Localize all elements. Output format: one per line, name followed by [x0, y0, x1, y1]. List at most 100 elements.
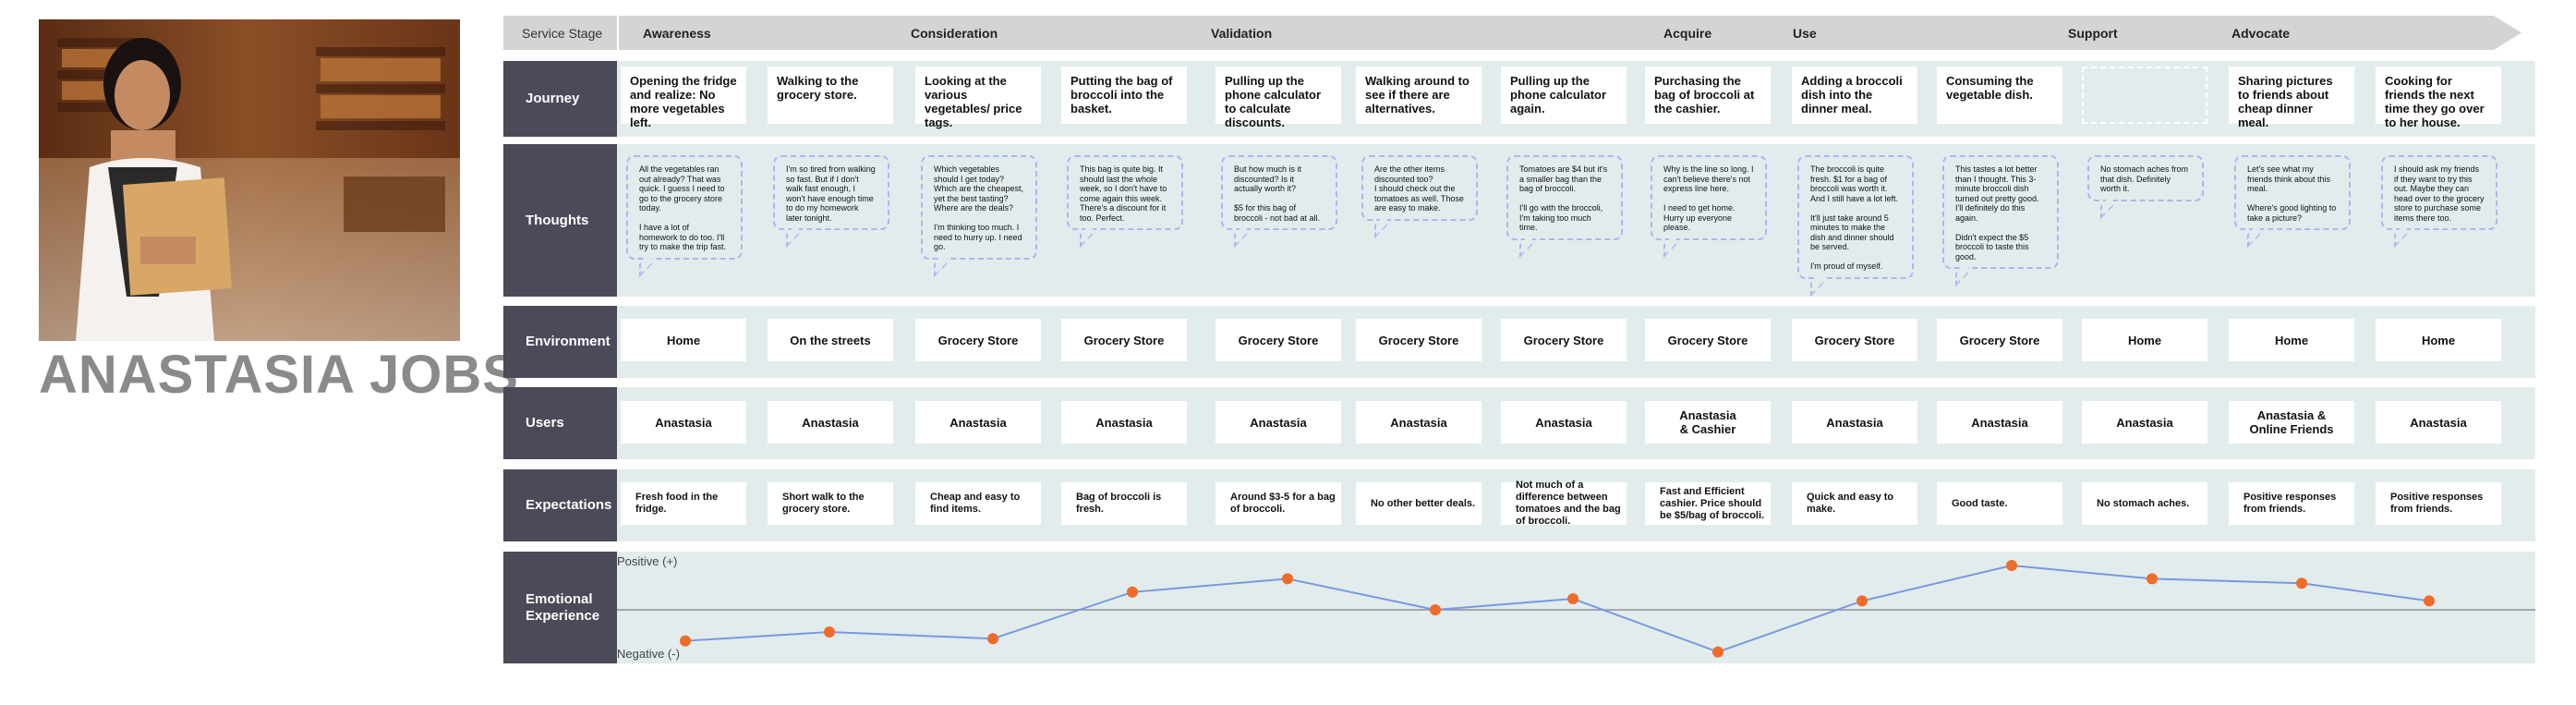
row-label-emotional: Emotional Experience — [503, 552, 617, 663]
expectation-card: Not much of a difference between tomatoe… — [1501, 480, 1627, 527]
thought-text: I should ask my friends if they want to … — [2394, 164, 2485, 223]
expectation-card: Positive responses from friends. — [2229, 482, 2354, 525]
emotion-point — [2006, 560, 2017, 571]
users-card: Anastasia — [768, 401, 893, 444]
environment-card: Grocery Store — [1356, 319, 1482, 361]
expectation-card: Cheap and easy to find items. — [915, 482, 1041, 525]
stage-validation: Validation — [1187, 16, 1667, 50]
journey-card: Walking around to see if there are alter… — [1356, 67, 1482, 124]
thought-bubble: I'm so tired from walking so fast. But i… — [773, 155, 889, 248]
row-label-users: Users — [503, 387, 617, 459]
thought-text: No stomach aches from that dish. Definit… — [2100, 164, 2189, 193]
environment-card: Grocery Store — [1792, 319, 1917, 361]
emotional-line — [684, 564, 2430, 653]
users-card: Anastasia — [915, 401, 1041, 444]
journey-card: Pulling up the phone calculator again. — [1501, 67, 1627, 124]
thought-bubble: But how much is it discounted? Is it act… — [1221, 155, 1337, 248]
thought-bubble: Tomatoes are $4 but it's a smaller bag t… — [1506, 155, 1623, 258]
journey-card: Putting the bag of broccoli into the bas… — [1061, 67, 1187, 124]
thought-text: Why is the line so long. I can't believe… — [1663, 164, 1754, 232]
journey-card: Consuming the vegetable dish. — [1937, 67, 2062, 124]
environment-card: Grocery Store — [915, 319, 1041, 361]
thought-bubble: No stomach aches from that dish. Definit… — [2087, 155, 2204, 219]
emotion-point — [1712, 646, 1723, 658]
negative-label: Negative (-) — [617, 647, 680, 661]
users-card: Anastasia — [2082, 401, 2207, 444]
journey-card: Opening the fridge and realize: No more … — [621, 67, 746, 129]
expectation-card: Good taste. — [1937, 482, 2062, 525]
environment-card: On the streets — [768, 319, 893, 361]
users-card: Anastasia — [1061, 401, 1187, 444]
thought-bubble: This tastes a lot better than I thought.… — [1942, 155, 2059, 286]
environment-card: Grocery Store — [1937, 319, 2062, 361]
positive-label: Positive (+) — [617, 554, 678, 568]
expectation-card: No other better deals. — [1356, 482, 1482, 525]
users-card: Anastasia — [2376, 401, 2501, 444]
stage-advocate: Advocate — [2207, 16, 2522, 50]
thought-bubble: Why is the line so long. I can't believe… — [1651, 155, 1767, 258]
expectation-card: Around $3-5 for a bag of broccoli. — [1215, 482, 1341, 525]
thought-bubble: Which vegetables should I get today? Whi… — [921, 155, 1037, 277]
journey-card: Walking to the grocery store. — [768, 67, 893, 124]
thought-text: This tastes a lot better than I thought.… — [1955, 164, 2039, 261]
users-card: Anastasia — [1501, 401, 1627, 444]
emotion-point — [1856, 595, 1868, 607]
emotion-point — [987, 633, 998, 645]
users-card: Anastasia — [1215, 401, 1341, 444]
thought-text: But how much is it discounted? Is it act… — [1234, 164, 1321, 223]
emotion-point — [1127, 586, 1138, 598]
journey-card: Cooking for friends the next time they g… — [2376, 67, 2501, 129]
stage-awareness: Awareness — [619, 16, 914, 50]
environment-card: Grocery Store — [1215, 319, 1341, 361]
thought-bubble: Let's see what my friends think about th… — [2234, 155, 2351, 248]
row-label-expectations: Expectations — [503, 469, 617, 541]
emotion-point — [2296, 577, 2307, 590]
emotion-point — [1430, 604, 1441, 615]
thought-bubble: I should ask my friends if they want to … — [2381, 155, 2497, 248]
environment-card: Home — [2229, 319, 2354, 361]
environment-card: Grocery Store — [1061, 319, 1187, 361]
row-label-thoughts: Thoughts — [503, 144, 617, 297]
thought-bubble: Are the other items discounted too? I sh… — [1361, 155, 1478, 238]
users-card: Anastasia & Cashier — [1645, 401, 1771, 444]
thought-bubble: This bag is quite big. It should last th… — [1067, 155, 1183, 248]
expectation-card: Fast and Efficient cashier. Price should… — [1645, 482, 1771, 525]
emotion-point — [824, 626, 835, 638]
thought-bubble: All the vegetables ran out already? That… — [626, 155, 743, 277]
journey-card: Purchasing the bag of broccoli at the ca… — [1645, 67, 1771, 124]
users-card: Anastasia — [1792, 401, 1917, 444]
stage-consideration: Consideration — [887, 16, 1219, 50]
emotional-chart — [617, 560, 2535, 658]
expectation-card: No stomach aches. — [2082, 482, 2207, 525]
environment-card: Grocery Store — [1645, 319, 1771, 361]
thought-text: All the vegetables ran out already? That… — [639, 164, 727, 251]
stage-support: Support — [2044, 16, 2238, 50]
expectation-card: Bag of broccoli is fresh. — [1061, 482, 1187, 525]
expectation-card: Short walk to the grocery store. — [768, 482, 893, 525]
thought-text: Let's see what my friends think about th… — [2247, 164, 2337, 223]
environment-card: Home — [2376, 319, 2501, 361]
emotion-point — [1567, 593, 1578, 604]
journey-card — [2082, 67, 2207, 124]
expectation-card: Positive responses from friends. — [2376, 482, 2501, 525]
emotion-point — [680, 635, 691, 647]
users-card: Anastasia — [1356, 401, 1482, 444]
thought-text: Which vegetables should I get today? Whi… — [934, 164, 1024, 251]
row-label-environment: Environment — [503, 306, 617, 378]
emotional-band — [503, 552, 2535, 663]
users-card: Anastasia — [621, 401, 746, 444]
emotion-point — [2147, 573, 2158, 585]
emotion-point — [2424, 595, 2435, 607]
thought-text: This bag is quite big. It should last th… — [1080, 164, 1167, 223]
journey-card: Sharing pictures to friends about cheap … — [2229, 67, 2354, 129]
thought-bubble: The broccoli is quite fresh. $1 for a ba… — [1797, 155, 1914, 297]
expectation-card: Fresh food in the fridge. — [621, 482, 746, 525]
thought-text: Tomatoes are $4 but it's a smaller bag t… — [1519, 164, 1608, 232]
journey-card: Looking at the various vegetables/ price… — [915, 67, 1041, 129]
row-label-journey: Journey — [503, 61, 617, 137]
stage-use: Use — [1769, 16, 2074, 50]
thought-text: The broccoli is quite fresh. $1 for a ba… — [1810, 164, 1899, 271]
thought-text: Are the other items discounted too? I sh… — [1374, 164, 1464, 213]
journey-card: Pulling up the phone calculator to calcu… — [1215, 67, 1341, 129]
expectation-card: Quick and easy to make. — [1792, 482, 1917, 525]
